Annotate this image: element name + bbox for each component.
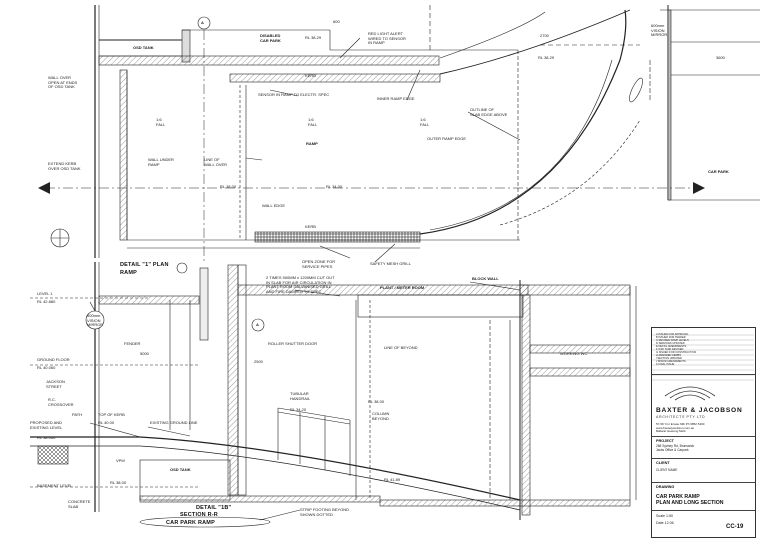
- revision-item: H AMENDED KERBS: [656, 354, 681, 357]
- rc-crossover-label: R.C. CROSSOVER: [48, 397, 74, 407]
- drawing-number: CC-19: [726, 524, 744, 530]
- dimension-label: 5000: [140, 351, 149, 356]
- disabled-car-park-label: DISABLED CAR PARK: [260, 33, 281, 43]
- rl-label: RL 34.00: [326, 184, 343, 189]
- block-wall-label: BLOCK WALL: [472, 276, 499, 281]
- revision-item: B ISSUED FOR TENDER: [656, 336, 686, 339]
- concrete-slab-label: CONCRETE SLAB: [68, 499, 91, 509]
- firm-name: BAXTER & JACOBSON: [656, 407, 743, 414]
- dimension-label: 600: [333, 19, 340, 24]
- line-of-beyond-label: LINE OF BEYOND: [384, 345, 418, 350]
- dimension-label: 3600: [716, 55, 725, 60]
- car-park-label: CAR PARK: [708, 169, 729, 174]
- extend-kerb-label: EXTEND KERB OVER OSD TANK: [48, 161, 81, 171]
- date-text: Date 12.06: [656, 521, 674, 525]
- fall-label: 1:6 FALL: [156, 117, 166, 127]
- plan-detail-subtitle: RAMP: [120, 270, 137, 276]
- section-title: SECTION R-R: [180, 512, 218, 518]
- revision-item: I SECTION UPDATED: [656, 357, 682, 360]
- revision-item: D SERVICES UPDATED: [656, 342, 685, 345]
- path-label: PATH: [72, 412, 83, 417]
- rl-label: RL 40.060: [37, 365, 56, 370]
- column-label: COLUMN BEYOND: [372, 411, 390, 421]
- rl-label: RL 40.00: [98, 420, 115, 425]
- wall-under-ramp-label: WALL UNDER RAMP: [148, 157, 174, 167]
- proposed-level-label: PROPOSED AND EXISTING LEVEL: [30, 420, 63, 430]
- vpm-label: VPM: [116, 458, 125, 463]
- level-label: LEVEL 1: [37, 291, 53, 296]
- rl-label: RL 38.29: [538, 55, 555, 60]
- top-of-kerb-label: TOP OF KERB: [98, 412, 125, 417]
- grid-marker-a: A: [256, 322, 259, 327]
- firm-subtitle: ARCHITECTS PTY LTD: [656, 415, 706, 419]
- rl-label: RL 42.880: [37, 299, 56, 304]
- grill-note-label: 2 TIMES 900MM x 1200MM CUT OUT IN SLAB F…: [266, 275, 335, 294]
- dimension-label: 2500: [254, 359, 263, 364]
- grid-marker-a: A: [201, 20, 204, 25]
- roller-shutter-label: ROLLER SHUTTER DOOR: [268, 341, 318, 346]
- scale-text: Scale 1:50: [656, 514, 673, 518]
- red-light-label: RED LIGHT ALERT WIRED TO SENSOR IN RAMP: [368, 31, 406, 46]
- jackson-street-label: JACKSON STREET: [46, 379, 65, 389]
- rl-label: RL 34.20: [290, 407, 307, 412]
- vision-mirror-label: 600mm VISION MIRROR: [651, 23, 668, 38]
- sensor-label: SENSOR IN RAMP TO ELECTR. SPEC: [258, 92, 330, 97]
- kerb-label: KERB: [305, 73, 316, 78]
- safety-mesh-label: SAFETY MESH GRILL: [370, 261, 411, 266]
- tubular-handrail-label: TUBULAR HANDRAIL: [290, 391, 311, 401]
- revision-item: C REVISED RAMP LEVELS: [656, 339, 689, 342]
- revision-item: J MINOR AMENDMENTS: [656, 360, 686, 363]
- outline-slab-label: OUTLINE OF SLAB EDGE ABOVE: [470, 107, 508, 117]
- firm-contact: 57-59 Ymr Ensau Mlb Ph 9852 5400 www.bax…: [656, 422, 705, 434]
- existing-ground-label: EXISTING GROUND LINE: [150, 420, 198, 425]
- plan-detail-title: DETAIL "1" PLAN: [120, 262, 169, 268]
- client-text: CLIENT NAME: [656, 468, 678, 472]
- line-of-wall-over-label: LINE OF WALL OVER: [204, 157, 228, 167]
- dimension-label: 2700: [540, 33, 549, 38]
- section-subtitle: CAR PARK RAMP: [166, 520, 215, 526]
- section-detail-title: DETAIL "1B": [196, 505, 232, 511]
- wall-over-label: WALL OVER OPEN AT ENDS OF OSD TANK: [48, 75, 78, 90]
- revision-list: A ISSUED FOR APPROVAL B ISSUED FOR TENDE…: [656, 333, 696, 366]
- plant-meter-room-label: PLANT / METER ROOM: [380, 285, 425, 290]
- fender-label: FENDER: [124, 341, 141, 346]
- revision-item: K FINAL ISSUE: [656, 363, 675, 366]
- client-heading: CLIENT: [656, 461, 670, 465]
- fall-label: 1:6 FALL: [420, 117, 430, 127]
- vision-mirror-label: 600mm VISION MIRROR: [87, 313, 104, 328]
- level-label: BASEMENT LEVEL: [37, 483, 73, 488]
- inner-ramp-edge-label: INNER RAMP EDGE: [377, 96, 415, 101]
- osd-tank-label: OSD TANK: [170, 467, 191, 472]
- revision-item: E DETAIL AMENDMENTS: [656, 345, 687, 348]
- wall-edge-label: WALL EDGE: [262, 203, 286, 208]
- level-label: GROUND FLOOR: [37, 357, 70, 362]
- revision-item: A ISSUED FOR APPROVAL: [656, 333, 689, 336]
- title-block: A ISSUED FOR APPROVAL B ISSUED FOR TENDE…: [651, 327, 756, 538]
- project-text: 268 Sydney Rd, Brunswick Jacks Office & …: [656, 444, 695, 452]
- rl-label: RL 41.89: [384, 477, 401, 482]
- rl-label: RL 38.050: [37, 435, 56, 440]
- strip-footing-label: STRIP FOOTING BEYOND SHOWN DOTTED: [300, 507, 350, 517]
- firm-logo: [664, 386, 716, 401]
- fall-label: 1:6 FALL: [308, 117, 318, 127]
- revision-item: G ISSUED FOR CONSTRUCTION: [656, 351, 697, 354]
- working-wc-label: WORKING WC: [560, 351, 588, 356]
- kerb-label: KERB: [305, 224, 316, 229]
- drawing-title: CAR PARK RAMP PLAN AND LONG SECTION: [656, 494, 724, 507]
- drawing-heading: DRAWING: [656, 485, 675, 489]
- rl-label: RL 38.00: [220, 184, 237, 189]
- outer-ramp-edge-label: OUTER RAMP EDGE: [427, 136, 467, 141]
- open-zone-label: OPEN ZONE FOR SERVICE PIPES: [302, 259, 336, 269]
- rl-label: RL 38.00: [368, 399, 385, 404]
- ramp-label: RAMP: [306, 141, 318, 146]
- rl-label: RL 38.29: [305, 35, 322, 40]
- rl-label: RL 38.00: [110, 480, 127, 485]
- revision-item: F OSD TANK REVISED: [656, 348, 684, 351]
- project-heading: PROJECT: [656, 439, 674, 443]
- osd-tank-label: OSD TANK: [133, 45, 154, 50]
